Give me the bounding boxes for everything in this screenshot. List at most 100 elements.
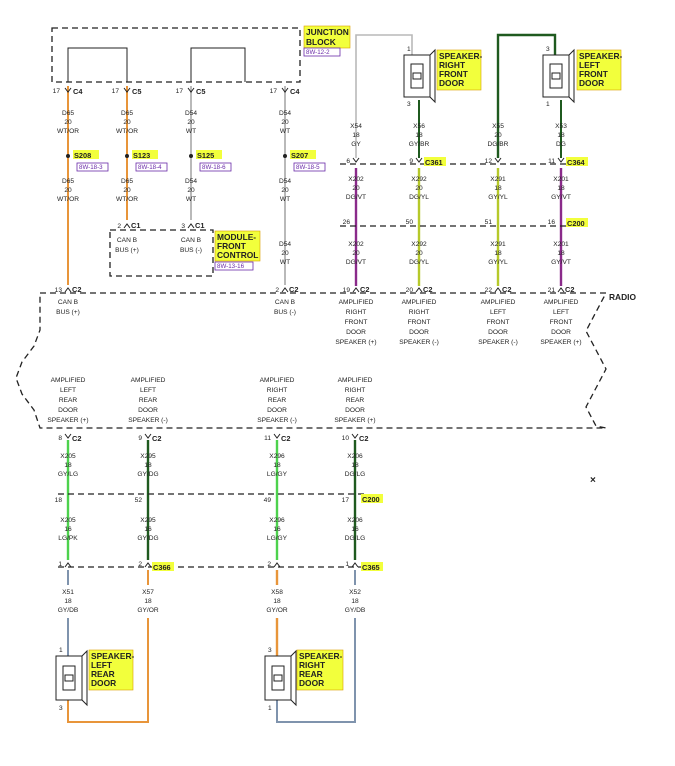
r-low-mark-r1 [64,562,72,568]
r-radio-l2-r3: RIGHT [267,387,288,394]
r-low-pin-r1: 1 [58,561,62,568]
f-color2-f1: DG/VT [346,194,366,201]
r-radio-l4-r3: DOOR [267,407,287,414]
speaker-rf-label-2: RIGHT [439,60,466,70]
splice-c1: S208 [74,151,91,160]
speaker-rf-pin-bottom: 3 [407,101,411,108]
f-code1-f2: X56 [413,123,425,130]
junction-block-ref-box [303,47,341,57]
f-gauge3-f2: 20 [415,250,423,257]
f-gauge2-f1: 20 [352,185,360,192]
r-color3-r1: GY/DB [58,607,79,614]
f-radio-l4-f4: DOOR [551,329,571,336]
r-radio-l4-r4: DOOR [345,407,365,414]
r-radio-mark-r1 [64,433,72,439]
splice-ref-box-c4 [293,162,326,172]
r-radio-l3-r2: REAR [139,397,158,404]
splice-c3: S125 [197,151,214,160]
r-radio-l5-r3: SPEAKER (-) [257,417,297,424]
mod-conn-c2: C1 [131,221,140,230]
r-gauge1-r2: 18 [144,462,152,469]
c364-hl [566,157,588,166]
splice-ref-c2: 8W-18-4 [138,164,162,171]
speaker-lr-label-3: REAR [91,669,115,679]
r-radio-l1-r4: AMPLIFIED [338,377,373,384]
r-gauge2-r1: 16 [64,526,72,533]
r-color2-r4: DG/LG [345,535,366,542]
f-code3-f4: X201 [553,241,569,248]
r-radio-conn-r1: C2 [72,434,81,443]
splice-ref-c1: 8W-18-3 [79,164,103,171]
f-radio-l4-f3: DOOR [488,329,508,336]
c200-top-label: C200 [567,219,585,228]
f-gauge1-f3: 20 [494,132,502,139]
r-gauge2-r3: 16 [273,526,281,533]
module-label-3: CONTROL [217,250,258,260]
wire-color-c3: WT [186,128,196,135]
c361-hl [424,157,446,166]
f-code1-f4: X53 [555,123,567,130]
f-color3-f1: DG/VT [346,259,366,266]
r-low-pin-r2: 2 [138,561,142,568]
wire-color-c2: WT/OR [116,128,138,135]
f-radio-pin-f3: 22 [485,287,493,294]
c200-bottom-label: C200 [362,495,380,504]
r-code3-r1: X51 [62,589,74,596]
f-code3-f2: X292 [411,241,427,248]
f-radio-l5-f3: SPEAKER (-) [478,339,518,346]
f-radio-l1-f3: AMPLIFIED [481,299,516,306]
mod-l1-c3: CAN B [181,237,202,244]
r-code3-r2: X57 [142,589,154,596]
r-c200-pin-r4: 17 [342,497,350,504]
radio-box [15,292,608,429]
speaker-rr-label-4: DOOR [299,678,324,688]
f-color3-f4: GY/VT [551,259,571,266]
wire-gauge3-c4: 20 [281,250,289,257]
f-code1-f1: X54 [350,123,362,130]
f-radio-l1-f2: AMPLIFIED [402,299,437,306]
f-radio-conn-f3: C2 [502,285,511,294]
f-code2-f1: X202 [348,176,364,183]
radio-l2-c4: BUS (-) [274,309,296,316]
r-radio-l5-r1: SPEAKER (+) [47,417,88,424]
f-radio-l2-f4: LEFT [553,309,569,316]
speaker-lf-label-2: LEFT [579,60,601,70]
f-radio-mark-f2 [415,287,423,293]
speaker-lf-label-4: DOOR [579,78,604,88]
wire-gauge2-c1: 20 [64,187,72,194]
speaker-lr-label-2: LEFT [91,660,113,670]
wire-gauge-c4: 20 [281,119,289,126]
module-ref: 8W-13-16 [217,263,245,270]
r-radio-l3-r4: REAR [346,397,365,404]
r-color2-r1: LG/PK [58,535,78,542]
mod-l2-c2: BUS (+) [115,247,139,254]
r-color3-r2: GY/OR [137,607,158,614]
r-radio-l3-r1: REAR [59,397,78,404]
radio-label: RADIO [609,292,636,302]
r-code1-r1: X205 [60,453,76,460]
speaker-lf-label-1: SPEAKER- [579,51,622,61]
r-c200-pin-r3: 49 [264,497,272,504]
speaker-rf-label-1: SPEAKER- [439,51,482,61]
f-color1-f1: GY [351,141,361,148]
r-color3-r4: GY/DB [345,607,366,614]
radio-pin-c1: 13 [55,287,63,294]
speaker-rr-label-1: SPEAKER- [299,651,342,661]
r-gauge2-r2: 16 [144,526,152,533]
speaker-rr-label-2: RIGHT [299,660,326,670]
pin-mark-c3 [187,87,195,93]
f-c200-pin-f1: 26 [343,219,351,226]
r-gauge2-r4: 16 [351,526,359,533]
f-radio-l3-f3: FRONT [487,319,510,326]
f-radio-pin-f4: 21 [548,287,556,294]
f-radio-mark-f1 [352,287,360,293]
wire-code-c2: D65 [121,110,133,117]
wire-code-c1: D65 [62,110,74,117]
splice-ref-box-c3 [199,162,232,172]
r-radio-l4-r2: DOOR [138,407,158,414]
junction-jumper-left [67,47,128,82]
speaker-right-front: 1 3 SPEAKER- RIGHT FRONT DOOR [403,46,482,108]
f-code1-f3: X55 [492,123,504,130]
speaker-rf-pin-top: 1 [407,46,411,53]
